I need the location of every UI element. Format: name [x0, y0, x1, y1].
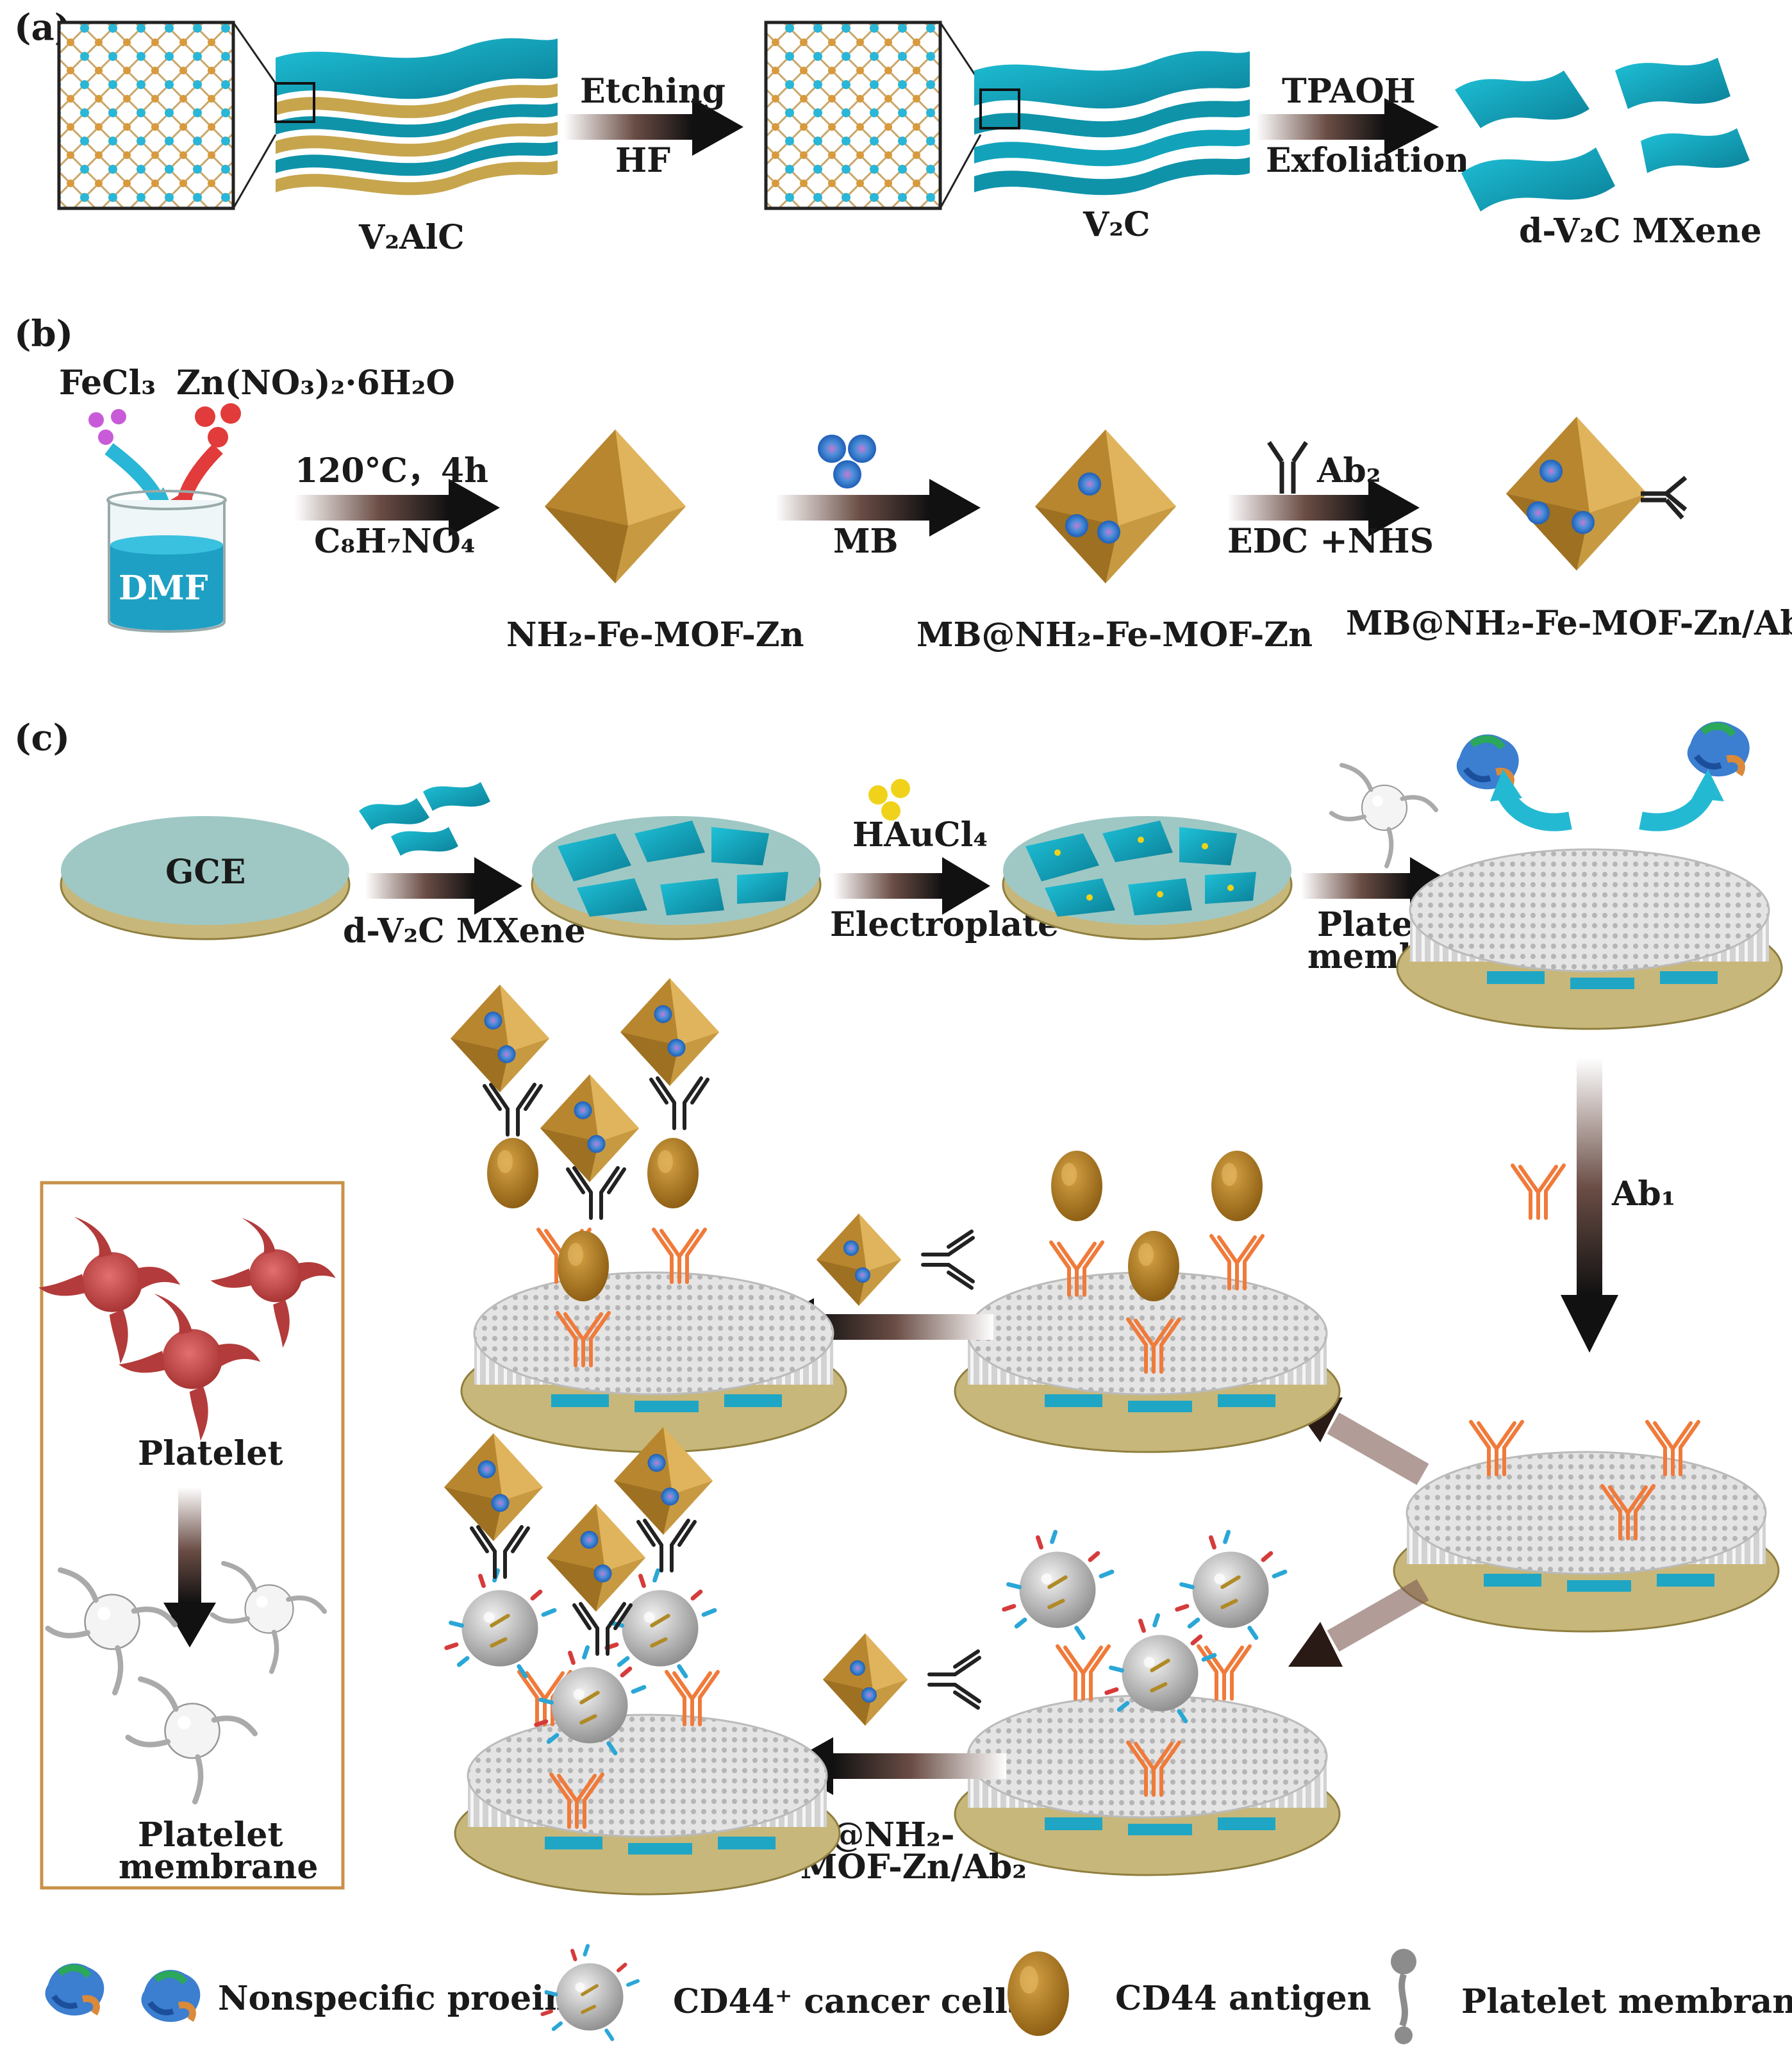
- condition-label: 120°C，4h: [295, 451, 488, 490]
- gce-electrode: [60, 816, 351, 940]
- au-mxene-electrode: [1002, 816, 1293, 940]
- ab1-antibody-icon: [1513, 1165, 1564, 1218]
- edc-nhs-label: EDC +NHS: [1227, 522, 1434, 561]
- panel-b-label: (b): [14, 313, 73, 355]
- fecl3-label: FeCl₃: [59, 363, 156, 403]
- legend-antigen-icon: [1008, 1951, 1069, 2036]
- gold-nanoparticles-icon: [868, 779, 910, 821]
- arrow-probe-lower: [833, 1753, 1006, 1779]
- arrow-ab1-immobilization: [1577, 1058, 1602, 1295]
- ab2-antibody-icon: [1267, 441, 1308, 494]
- membrane-coated-electrode: [1396, 848, 1783, 1030]
- dmf-label: DMF: [119, 569, 208, 608]
- v2c-label: V₂C: [1083, 205, 1150, 244]
- legend-cancer-cell-icon: [543, 1946, 638, 2040]
- mxene-flakes-icon: [359, 782, 490, 856]
- mxene-modified-electrode: [531, 816, 822, 940]
- arrow-etching: [564, 114, 692, 140]
- legend-nonspecific-protein-icons: [46, 1964, 201, 2022]
- legend-platelet-membrane-icon: [1391, 1949, 1416, 2044]
- legend-cancer-cells-label: CD44⁺ cancer cells: [673, 1982, 1026, 2021]
- arrow-to-cell-path: [1288, 1579, 1429, 1667]
- mb-label: MB: [833, 522, 899, 561]
- zn-salt-label: Zn(NO₃)₂·6H₂O: [176, 363, 455, 403]
- d-v2c-mxene-label: d-V₂C MXene: [1519, 212, 1762, 251]
- ab1-modified-electrode: [1393, 1451, 1780, 1633]
- haucl4-label: HAuCl₄: [852, 815, 988, 855]
- v2alc-layered-stack: [274, 38, 558, 196]
- v2c-accordion-stack: [974, 51, 1250, 196]
- nonspecific-protein-repelled-right: [1688, 722, 1750, 777]
- mb-mof-ab2-label: MB@NH₂-Fe-MOF-Zn/Ab₂: [1346, 604, 1792, 643]
- inset-membrane-label-1: Platelet: [138, 1815, 283, 1855]
- sandwich-electrode-cells: [454, 1714, 841, 1896]
- gce-label: GCE: [165, 853, 245, 892]
- mxene-step-label: d-V₂C MXene: [343, 912, 586, 951]
- ab1-label: Ab₁: [1611, 1174, 1675, 1214]
- probe-icon-lower: [823, 1633, 908, 1726]
- v2alc-label: V₂AlC: [358, 218, 465, 257]
- panel-c-label: (c): [14, 717, 70, 759]
- inset-membrane-label-2: membrane: [119, 1848, 318, 1887]
- ab2-label: Ab₂: [1316, 451, 1381, 490]
- sandwich-electrode-antigen: [460, 1271, 847, 1453]
- v2alc-lattice-inset: [57, 21, 235, 210]
- mb-molecules-icon: [818, 435, 876, 488]
- tpaoh-label: TPAOH: [1282, 72, 1416, 111]
- mof-octahedron: [545, 430, 686, 583]
- mb-mof-label: MB@NH₂-Fe-MOF-Zn: [917, 615, 1313, 655]
- arrow-membrane-extraction: [178, 1487, 201, 1603]
- arrow-mxene-coating: [365, 873, 474, 899]
- dmf-beaker: [106, 490, 227, 633]
- hf-label: HF: [615, 141, 670, 180]
- probe-icon-upper: [817, 1214, 901, 1306]
- mof-label: NH₂-Fe-MOF-Zn: [506, 615, 804, 655]
- v2c-lattice-inset: [764, 21, 942, 210]
- mb-mof-ab2-octahedron: [1506, 417, 1647, 571]
- ligand-label: C₈H₇NO₄: [314, 522, 476, 561]
- arrow-ab2-conjugation: [1227, 495, 1368, 521]
- etching-label: Etching: [580, 72, 726, 111]
- mb-mof-octahedron: [1035, 430, 1176, 583]
- d-v2c-nanosheets: [1455, 58, 1750, 212]
- arrow-membrane-coating: [1301, 873, 1410, 899]
- arrow-electroplate: [833, 873, 942, 899]
- arrow-solvothermal: [295, 495, 449, 521]
- arrow-mb-loading: [776, 495, 929, 521]
- platelet-membrane-vesicle-icon: [1331, 765, 1436, 867]
- legend-nonspecific-label: Nonspecific proeins: [218, 1979, 587, 2018]
- legend-platelet-membrane-label: Platelet membrane: [1461, 1982, 1792, 2021]
- arrow-exfoliation: [1256, 114, 1384, 140]
- exfoliation-label: Exfoliation: [1266, 141, 1469, 180]
- legend-antigen-label: CD44 antigen: [1115, 1979, 1371, 2018]
- inset-platelet-label: Platelet: [138, 1434, 283, 1473]
- ab2-conjugated-antibody: [1641, 476, 1688, 520]
- arrow-probe-upper: [814, 1314, 993, 1340]
